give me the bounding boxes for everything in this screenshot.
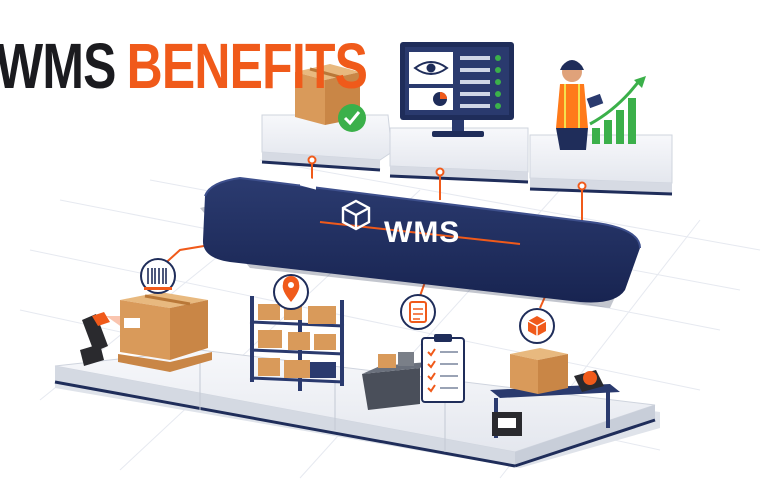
- checkmark-icon: [338, 104, 366, 132]
- bin-and-clipboard: [362, 294, 465, 410]
- title-wms: WMS: [0, 30, 116, 102]
- top-platform-2: [389, 127, 529, 184]
- title-benefits: BENEFITS: [126, 30, 368, 102]
- monitor-dashboard: [400, 42, 514, 137]
- storage-shelf: [249, 274, 345, 391]
- worker-growth: [556, 60, 646, 150]
- wms-cube-icon: [341, 199, 371, 231]
- bottom-platform: [54, 349, 660, 468]
- barcode-icon: [140, 258, 176, 294]
- top-platform-3: [529, 134, 673, 196]
- wms-hub: [200, 176, 641, 308]
- location-pin-icon: [273, 274, 309, 310]
- eye-icon: [413, 61, 449, 75]
- clipboard-icon: [400, 294, 436, 330]
- packing-station: [490, 308, 620, 438]
- package-verified: [295, 64, 366, 190]
- box-icon: [519, 308, 555, 344]
- barcode-scanner: [80, 312, 126, 366]
- wms-hub-label: WMS: [384, 216, 461, 249]
- pallet-boxes: [118, 258, 212, 372]
- growth-chart-icon: [589, 76, 646, 144]
